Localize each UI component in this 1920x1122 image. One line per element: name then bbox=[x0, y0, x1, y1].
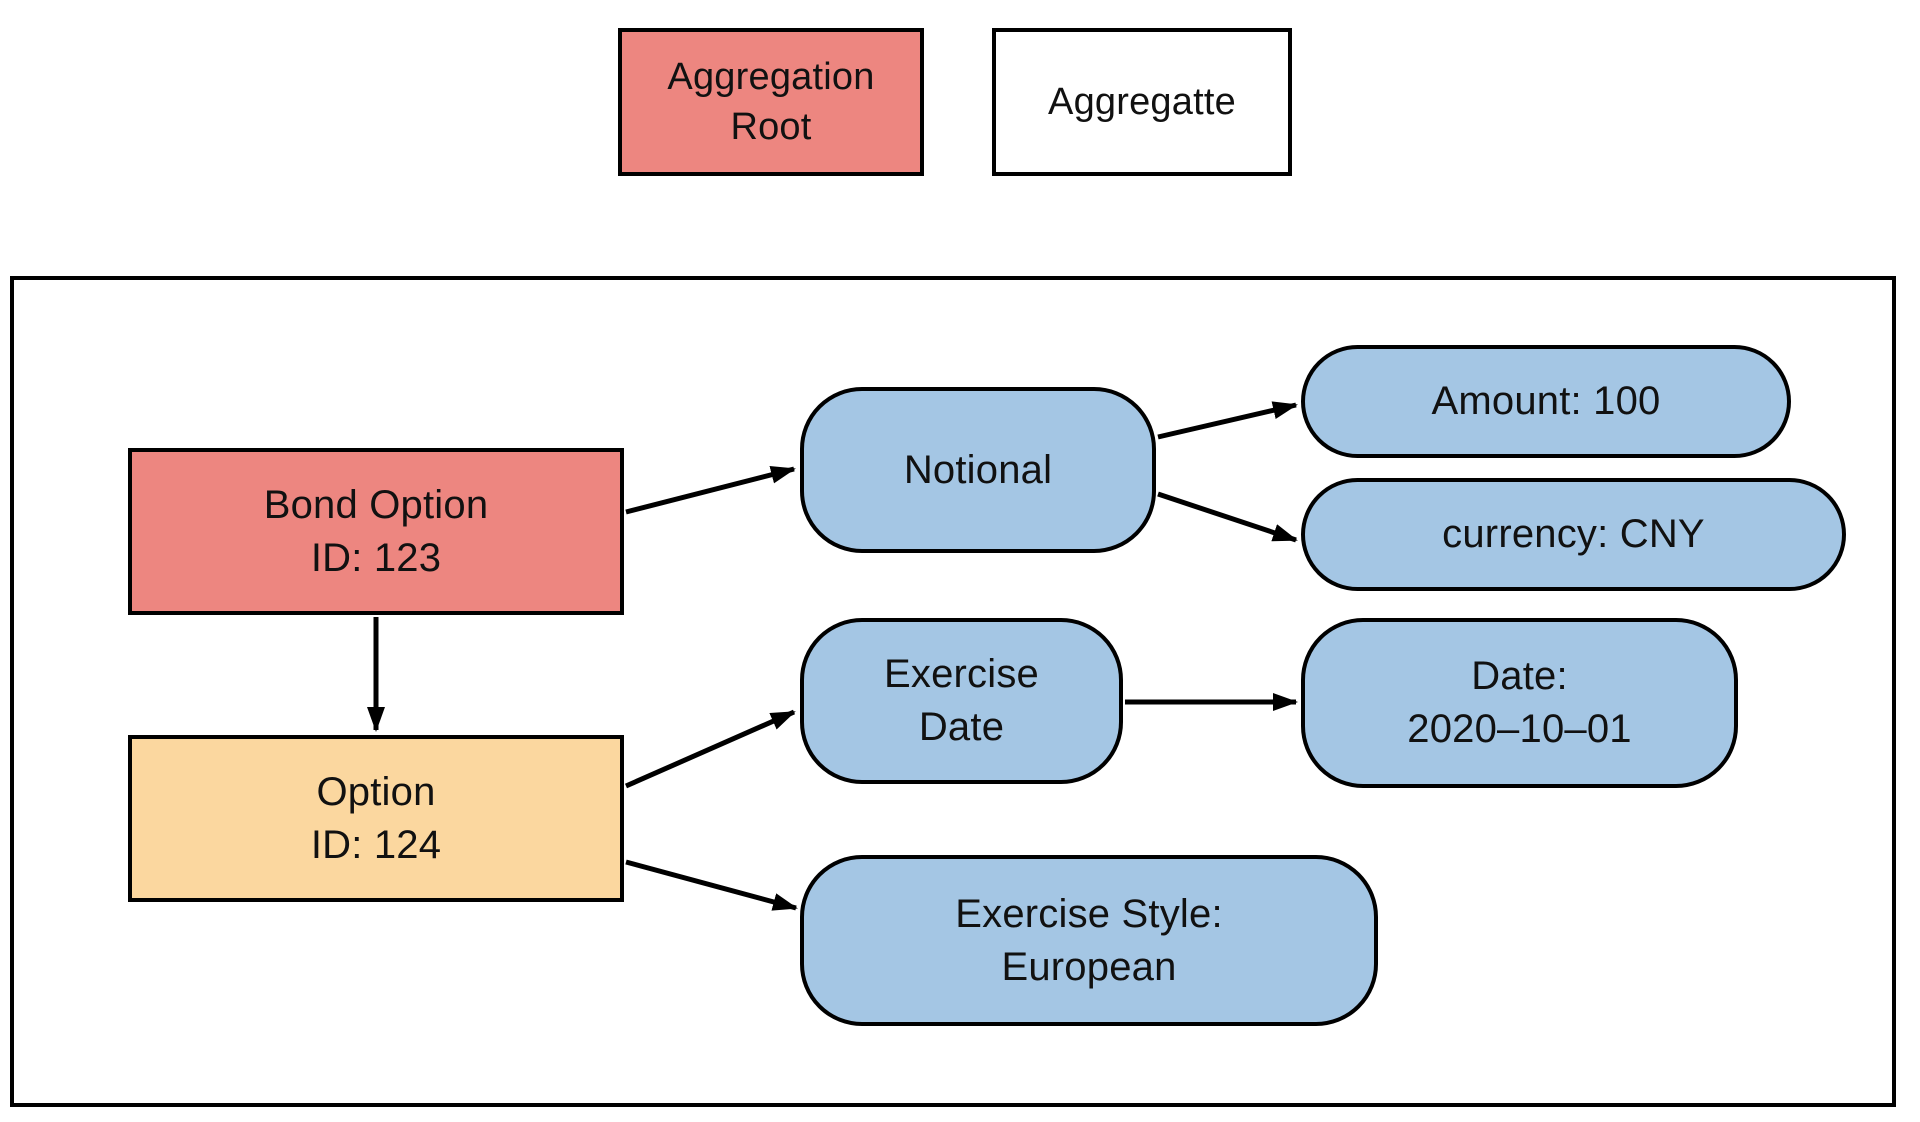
legend-aggregation-root: Aggregation Root bbox=[618, 28, 924, 176]
node-exercise-style-line2: European bbox=[1001, 944, 1177, 989]
legend-aggregation-root-label: Aggregation Root bbox=[667, 55, 875, 148]
node-currency-label: currency: CNY bbox=[1442, 512, 1705, 557]
legend-aggregate: Aggregatte bbox=[992, 28, 1292, 176]
node-notional-label: Notional bbox=[903, 447, 1053, 492]
node-amount: Amount: 100 bbox=[1301, 345, 1791, 458]
node-exercise-style: Exercise Style: European bbox=[800, 855, 1378, 1026]
node-amount-label: Amount: 100 bbox=[1431, 379, 1661, 424]
node-bond-option-title: Bond Option bbox=[263, 482, 489, 527]
node-bond-option-id: ID: 123 bbox=[310, 535, 442, 580]
node-date: Date: 2020–10–01 bbox=[1301, 618, 1738, 788]
node-exercise-date-line2: Date bbox=[918, 705, 1005, 749]
node-exercise-date-line1: Exercise bbox=[884, 652, 1039, 697]
node-exercise-date: Exercise Date bbox=[800, 618, 1123, 784]
node-bond-option: Bond Option ID: 123 bbox=[128, 448, 624, 615]
node-notional: Notional bbox=[800, 387, 1156, 553]
node-currency: currency: CNY bbox=[1301, 478, 1846, 591]
node-option-id: ID: 124 bbox=[310, 822, 442, 867]
node-option: Option ID: 124 bbox=[128, 735, 624, 902]
legend-aggregate-label: Aggregatte bbox=[1048, 80, 1236, 123]
node-option-title: Option bbox=[316, 769, 436, 814]
node-date-line2: 2020–10–01 bbox=[1407, 707, 1632, 751]
node-date-line1: Date: bbox=[1471, 654, 1568, 699]
node-exercise-style-line1: Exercise Style: bbox=[955, 891, 1223, 936]
